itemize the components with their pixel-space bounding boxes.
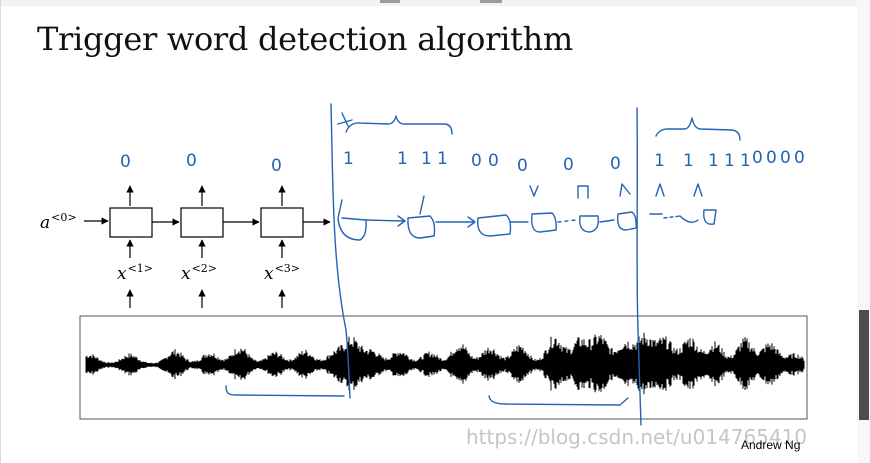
drawn-cell [337,199,367,241]
drawn-cell [407,195,436,239]
tick-mark [337,112,353,127]
label-digit: 0 [563,155,574,175]
watermark-url: https://blog.csdn.net/u014765410 [466,425,808,449]
scrollbar-thumb[interactable] [859,310,869,420]
label-digit: 0 [471,151,482,171]
initial-activation-label: a<0> [40,211,77,233]
input-label-x3: x<3> [264,262,301,284]
input-arrows [126,239,286,308]
output-digit: 0 [186,151,197,171]
rnn-cell [260,207,304,238]
rnn-cell [109,207,153,238]
drawn-arrow [557,219,577,223]
slide-title: Trigger word detection algorithm [37,20,573,58]
label-digit: 0 [488,151,499,171]
activation-arrows [84,217,331,226]
input-label-x2: x<2> [181,262,218,284]
label-digit: 1 [740,151,751,171]
label-digit: 0 [780,148,791,168]
label-digit: 1 [654,151,665,171]
drawn-arrow [663,215,681,219]
output-arrows [126,185,286,206]
label-digit: 1 [683,151,694,171]
label-digit: 0 [766,148,777,168]
handwritten-output-digits: 0 0 0 1 1 1 1 0 0 0 0 0 1 1 1 1 1 0 0 0 … [120,148,805,176]
label-digit: 1 [708,151,719,171]
output-digit: 0 [120,152,131,172]
underline-stroke [488,395,629,406]
trigger-marker-line [330,103,351,399]
drawn-cell [649,183,717,225]
trigger-marker-line [636,107,642,426]
curly-brace [655,117,741,141]
label-digit: 1 [421,149,432,169]
label-digit: 0 [517,156,528,176]
label-digit: 1 [437,149,448,169]
drawn-arrow [599,219,615,223]
drawn-arrow [365,215,406,227]
output-digit: 0 [271,156,282,176]
drawn-cell [477,214,512,237]
tab-indicator [480,0,502,3]
label-digit: 1 [397,149,408,169]
label-digit: 1 [343,149,354,169]
rnn-cells [109,207,304,238]
tab-indicator [380,0,400,3]
browser-top-strip [0,0,870,6]
underline-stroke [225,385,345,397]
label-digit: 0 [752,148,763,168]
drawn-cell [529,185,557,233]
rnn-cell [180,207,224,238]
label-digit: 0 [794,148,805,168]
audio-waveform [85,332,805,395]
slide-left-edge [0,0,1,463]
curly-brace [345,115,453,135]
author-credit: Andrew Ng [741,438,801,452]
label-digit: 1 [724,151,735,171]
label-digit: 0 [610,154,621,174]
input-label-x1: x<1> [117,262,154,284]
drawn-cell [577,185,600,233]
drawn-arrow [435,216,476,228]
drawn-cell [616,183,637,231]
handwritten-annotations [225,103,741,426]
